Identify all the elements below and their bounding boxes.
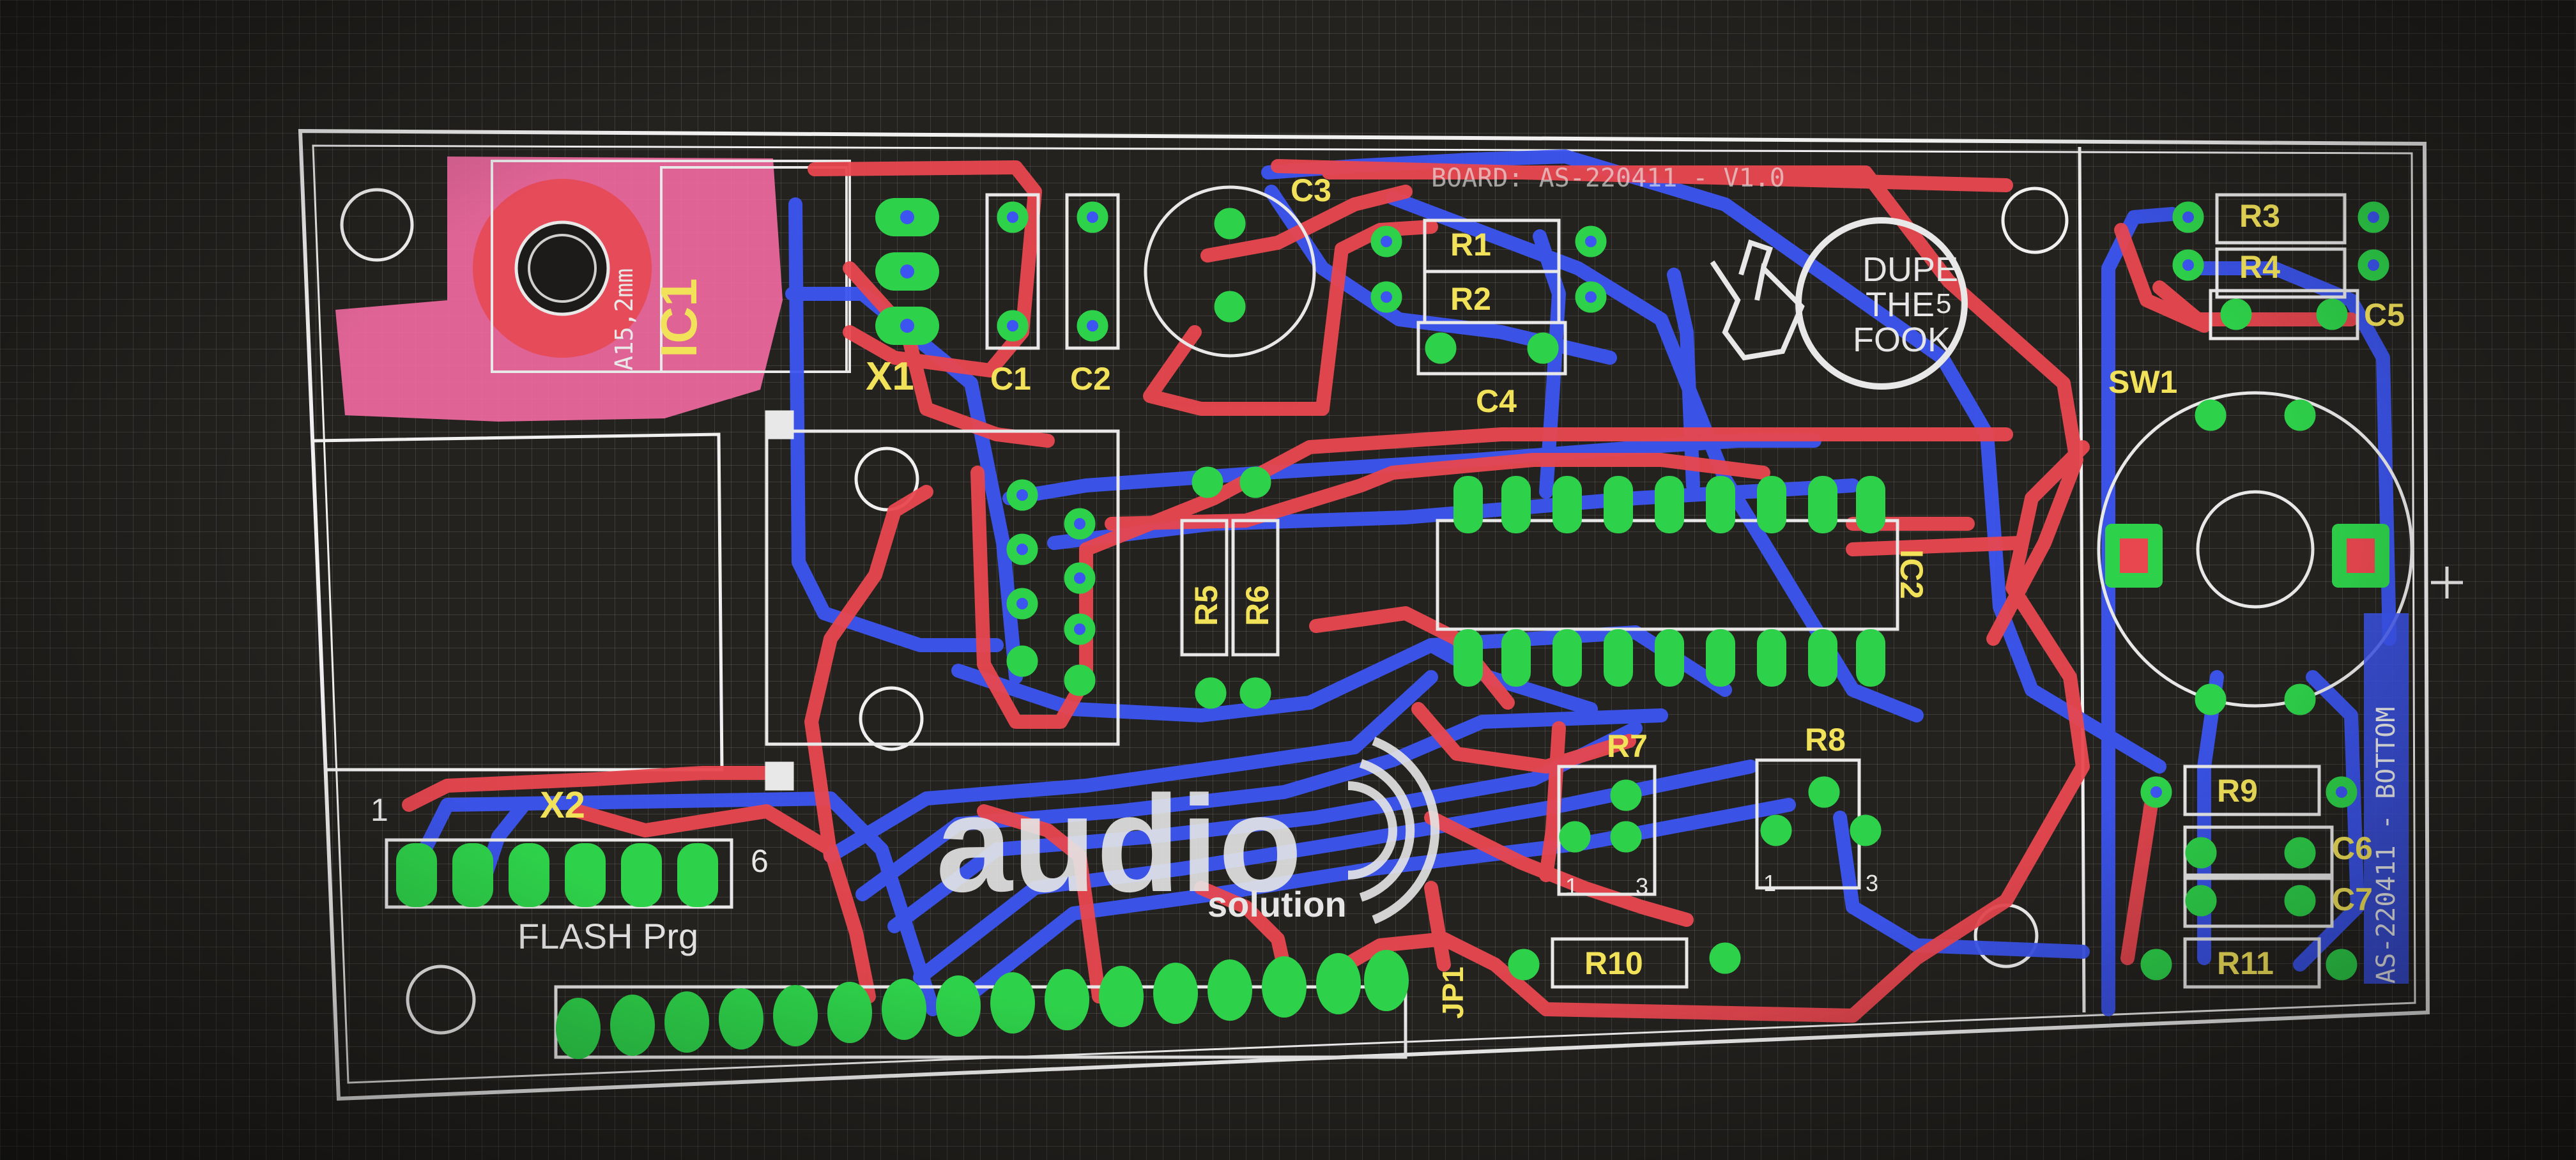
- x2-header-pads[interactable]: [396, 843, 718, 907]
- label-sw1: SW1: [2108, 364, 2177, 400]
- label-c1: C1: [990, 361, 1031, 397]
- r8-pin-last: 3: [1866, 870, 1878, 896]
- label-c5: C5: [2364, 297, 2405, 333]
- flash-prg-label: FLASH Prg: [518, 916, 698, 956]
- label-r1: R1: [1450, 227, 1491, 263]
- jp1-header-pads[interactable]: [556, 950, 1409, 1059]
- label-c7: C7: [2332, 881, 2373, 917]
- x1-pads[interactable]: [875, 198, 939, 345]
- label-r4: R4: [2239, 249, 2280, 285]
- side-text: AS-220411 - BOTTOM: [2372, 707, 2401, 984]
- pin-marker-first: 1: [371, 792, 388, 828]
- hand-logo-icon: [1710, 239, 1805, 361]
- label-jp1: JP1: [1436, 966, 1469, 1019]
- crosshair-cursor-icon: [2431, 567, 2463, 599]
- heatsink-note: A15,2mm: [610, 268, 638, 370]
- the-text: THE: [1866, 286, 1935, 324]
- dupe-text: DUPE: [1862, 250, 1958, 289]
- label-r6: R6: [1239, 585, 1275, 626]
- label-r2: R2: [1450, 281, 1491, 317]
- audio-logo-sub: solution: [1208, 884, 1347, 924]
- sw1-pads[interactable]: [2105, 524, 2389, 588]
- label-x2: X2: [540, 784, 585, 826]
- label-ic1: IC1: [650, 279, 707, 358]
- label-r11: R11: [2217, 945, 2274, 981]
- label-r5: R5: [1188, 585, 1224, 626]
- label-r3: R3: [2239, 198, 2280, 234]
- ic2-pads[interactable]: [1453, 476, 1885, 687]
- r7-pin-first: 1: [1565, 873, 1578, 899]
- label-c3: C3: [1291, 172, 1331, 208]
- label-r10: R10: [1584, 945, 1643, 981]
- label-r8: R8: [1805, 722, 1846, 758]
- pin-marker-last: 6: [751, 843, 769, 879]
- fook-text: FOOK: [1853, 321, 1951, 359]
- label-c2: C2: [1070, 361, 1111, 397]
- label-r7: R7: [1607, 728, 1648, 764]
- label-c4: C4: [1476, 383, 1517, 419]
- r7-pin-last: 3: [1636, 873, 1648, 899]
- label-ic2: IC2: [1894, 549, 1929, 599]
- heatsink-copper[interactable]: [335, 156, 851, 422]
- board-title: BOARD: AS-220411 - V1.0: [1431, 164, 1785, 193]
- label-c6: C6: [2332, 830, 2373, 866]
- label-r9: R9: [2217, 773, 2258, 809]
- label-x1: X1: [866, 355, 914, 399]
- dupe-the-fook-logo: DUPE THE FOOK 5: [1795, 217, 1968, 390]
- r8-pin-first: 1: [1763, 870, 1776, 896]
- dupe-mark: 5: [1936, 288, 1951, 319]
